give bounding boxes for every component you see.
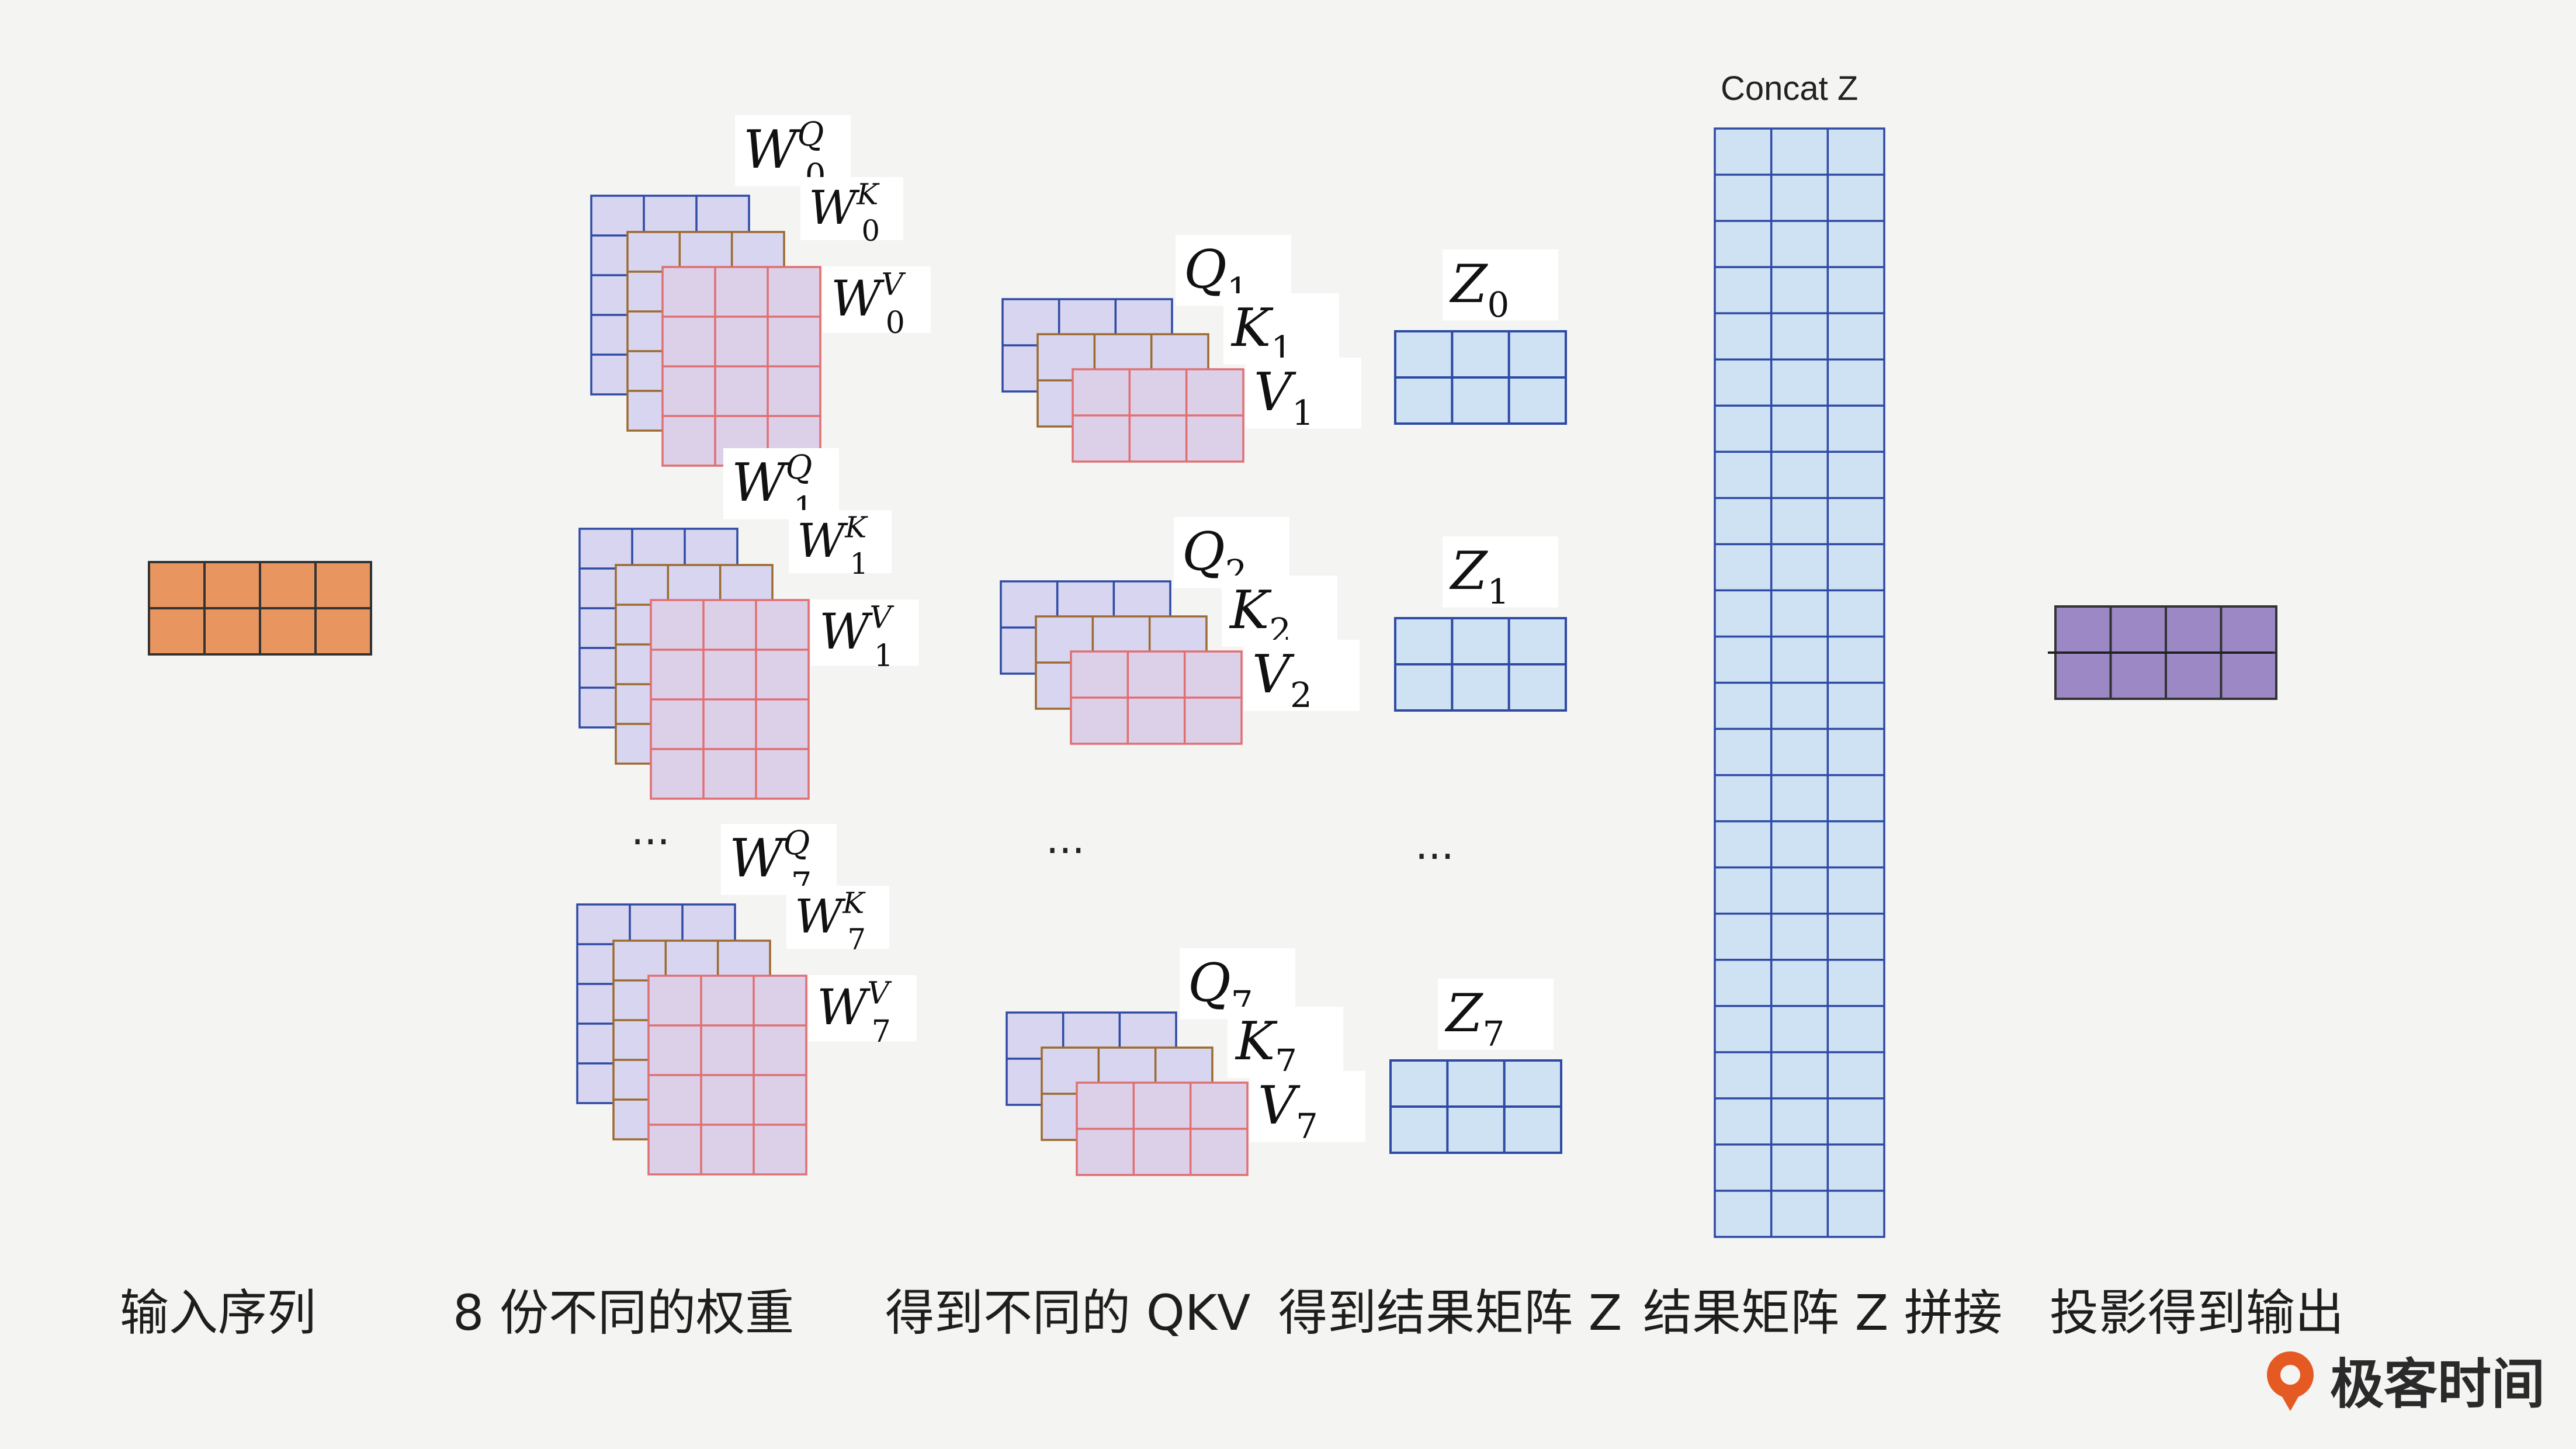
v-matrix-2 xyxy=(1070,650,1243,745)
label-w-q-0-bg xyxy=(735,115,851,186)
caption-concat: 结果矩阵 Z 拼接 xyxy=(1643,1284,2002,1341)
label-w-k-0-bg xyxy=(800,177,903,240)
v-matrix-1 xyxy=(1072,368,1244,463)
concat-z-matrix xyxy=(1714,127,1885,1238)
z-matrix-1 xyxy=(1394,617,1567,712)
label-v-7: V7 xyxy=(1258,1075,1318,1147)
label-w-v-1-bg xyxy=(811,599,919,666)
label-z-7: Z7 xyxy=(1444,983,1504,1055)
label-w-k-1-bg xyxy=(789,510,892,573)
v-matrix-7 xyxy=(1076,1081,1249,1176)
diagram-shapes xyxy=(148,127,2277,1238)
concat-title: Concat Z xyxy=(1721,70,1859,108)
label-k-1-bg xyxy=(1223,293,1339,365)
label-z-7-bg xyxy=(1438,979,1554,1050)
label-v-7-bg xyxy=(1250,1071,1365,1142)
weight-v-matrix-1 xyxy=(650,599,810,800)
ellipsis-weights: ... xyxy=(631,806,670,854)
caption-weights: 8 份不同的权重 xyxy=(453,1284,795,1341)
geektime-logo: 极客时间 xyxy=(2261,1341,2545,1419)
z-matrix-0 xyxy=(1394,330,1567,425)
input-sequence-matrix xyxy=(148,561,372,656)
label-z-1: Z1 xyxy=(1449,540,1509,612)
geektime-logo-icon xyxy=(2267,1351,2314,1411)
label-w-v-0-bg xyxy=(823,266,931,333)
weight-v-matrix-7 xyxy=(647,975,807,1176)
logo-text: 极客时间 xyxy=(2330,1353,2546,1416)
label-v-2-bg xyxy=(1244,640,1360,711)
caption-z-matrix: 得到结果矩阵 Z xyxy=(1278,1284,1622,1341)
label-v-1: V1 xyxy=(1254,362,1314,434)
label-w-k-7-bg xyxy=(786,886,889,949)
label-v-1-bg xyxy=(1246,358,1361,429)
caption-output: 投影得到输出 xyxy=(2050,1284,2345,1341)
label-w-q-1-bg xyxy=(723,448,839,519)
caption-input-sequence: 输入序列 xyxy=(120,1284,317,1341)
label-k-7-bg xyxy=(1228,1007,1343,1078)
label-z-1-bg xyxy=(1443,536,1558,608)
ellipsis-qkv: ... xyxy=(1046,815,1085,863)
label-z-0-bg xyxy=(1443,249,1558,321)
label-w-q-7-bg xyxy=(721,824,837,895)
ellipsis-z: ... xyxy=(1415,821,1454,869)
caption-qkv: 得到不同的 QKV xyxy=(885,1284,1251,1341)
label-z-0: Z0 xyxy=(1449,254,1509,325)
z-matrix-7 xyxy=(1389,1059,1562,1154)
label-v-2: V2 xyxy=(1252,644,1312,716)
label-w-v-7-bg xyxy=(809,975,917,1042)
weight-v-matrix-0 xyxy=(661,266,821,467)
label-k-2-bg xyxy=(1222,576,1337,647)
